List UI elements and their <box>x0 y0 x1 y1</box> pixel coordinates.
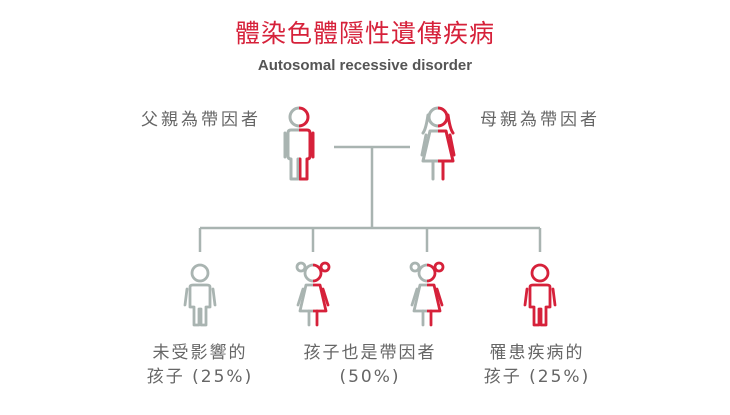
child-carrier-icon-2 <box>409 261 445 327</box>
father-label: 父親為帶因者 <box>141 110 261 130</box>
child-label-carrier: 孩子也是帶因者 (50%) <box>295 341 445 389</box>
father-icon <box>283 106 315 181</box>
child-carrier-icon-1 <box>295 261 331 327</box>
diagram-title: 體染色體隱性遺傳疾病 <box>234 19 495 48</box>
child-affected-icon <box>523 263 557 327</box>
child-label-affected-line2: 孩子 (25%) <box>483 367 591 387</box>
child-label-unaffected-line2: 孩子 (25%) <box>146 367 254 387</box>
child-label-affected-line1: 罹患疾病的 <box>489 343 585 363</box>
child-label-unaffected-line1: 未受影響的 <box>152 343 248 363</box>
connector-lines <box>198 145 542 252</box>
mother-icon <box>420 106 456 181</box>
diagram-subtitle: Autosomal recessive disorder <box>257 57 473 74</box>
child-label-carrier-line2: (50%) <box>339 367 401 387</box>
mother-label: 母親為帶因者 <box>480 110 600 130</box>
child-unaffected-icon <box>183 263 217 327</box>
child-label-unaffected: 未受影響的 孩子 (25%) <box>125 341 275 389</box>
child-label-carrier-line1: 孩子也是帶因者 <box>303 343 437 363</box>
child-label-affected: 罹患疾病的 孩子 (25%) <box>462 341 612 389</box>
